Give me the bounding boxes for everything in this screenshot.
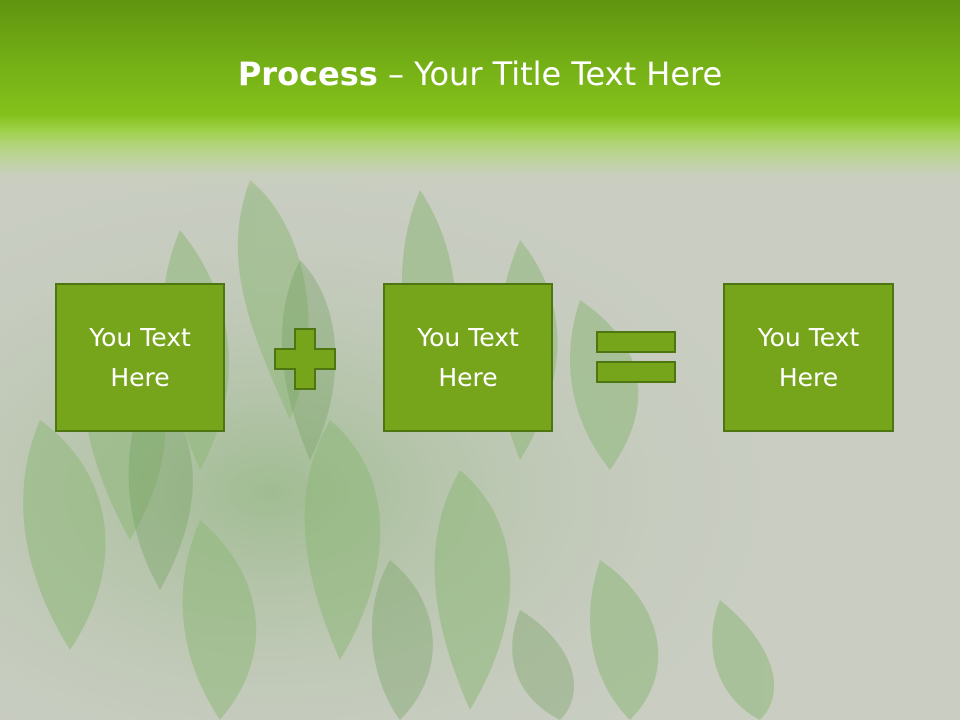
- process-step-1-text: You Text Here: [89, 318, 191, 398]
- title-bar: [0, 0, 960, 190]
- process-step-3-line-1: You Text: [757, 322, 860, 352]
- process-step-3-line-2: Here: [778, 362, 839, 392]
- process-step-2-text: You Text Here: [417, 318, 519, 398]
- slide-title: Process – Your Title Text Here: [0, 52, 960, 96]
- process-step-1-box: You Text Here: [55, 283, 225, 432]
- slide-title-bold: Process: [237, 55, 378, 93]
- process-step-2-box: You Text Here: [383, 283, 553, 432]
- equals-icon: [596, 331, 676, 383]
- slide-title-rest: – Your Title Text Here: [377, 55, 723, 93]
- process-step-2-line-1: You Text: [417, 322, 519, 352]
- plus-icon: [274, 328, 336, 390]
- process-step-1-line-1: You Text: [89, 322, 191, 352]
- process-step-2-line-2: Here: [438, 362, 498, 392]
- process-step-3-text: You Text Here: [758, 318, 860, 398]
- process-step-3-box: You Text Here: [723, 283, 894, 432]
- process-step-1-line-2: Here: [110, 362, 170, 392]
